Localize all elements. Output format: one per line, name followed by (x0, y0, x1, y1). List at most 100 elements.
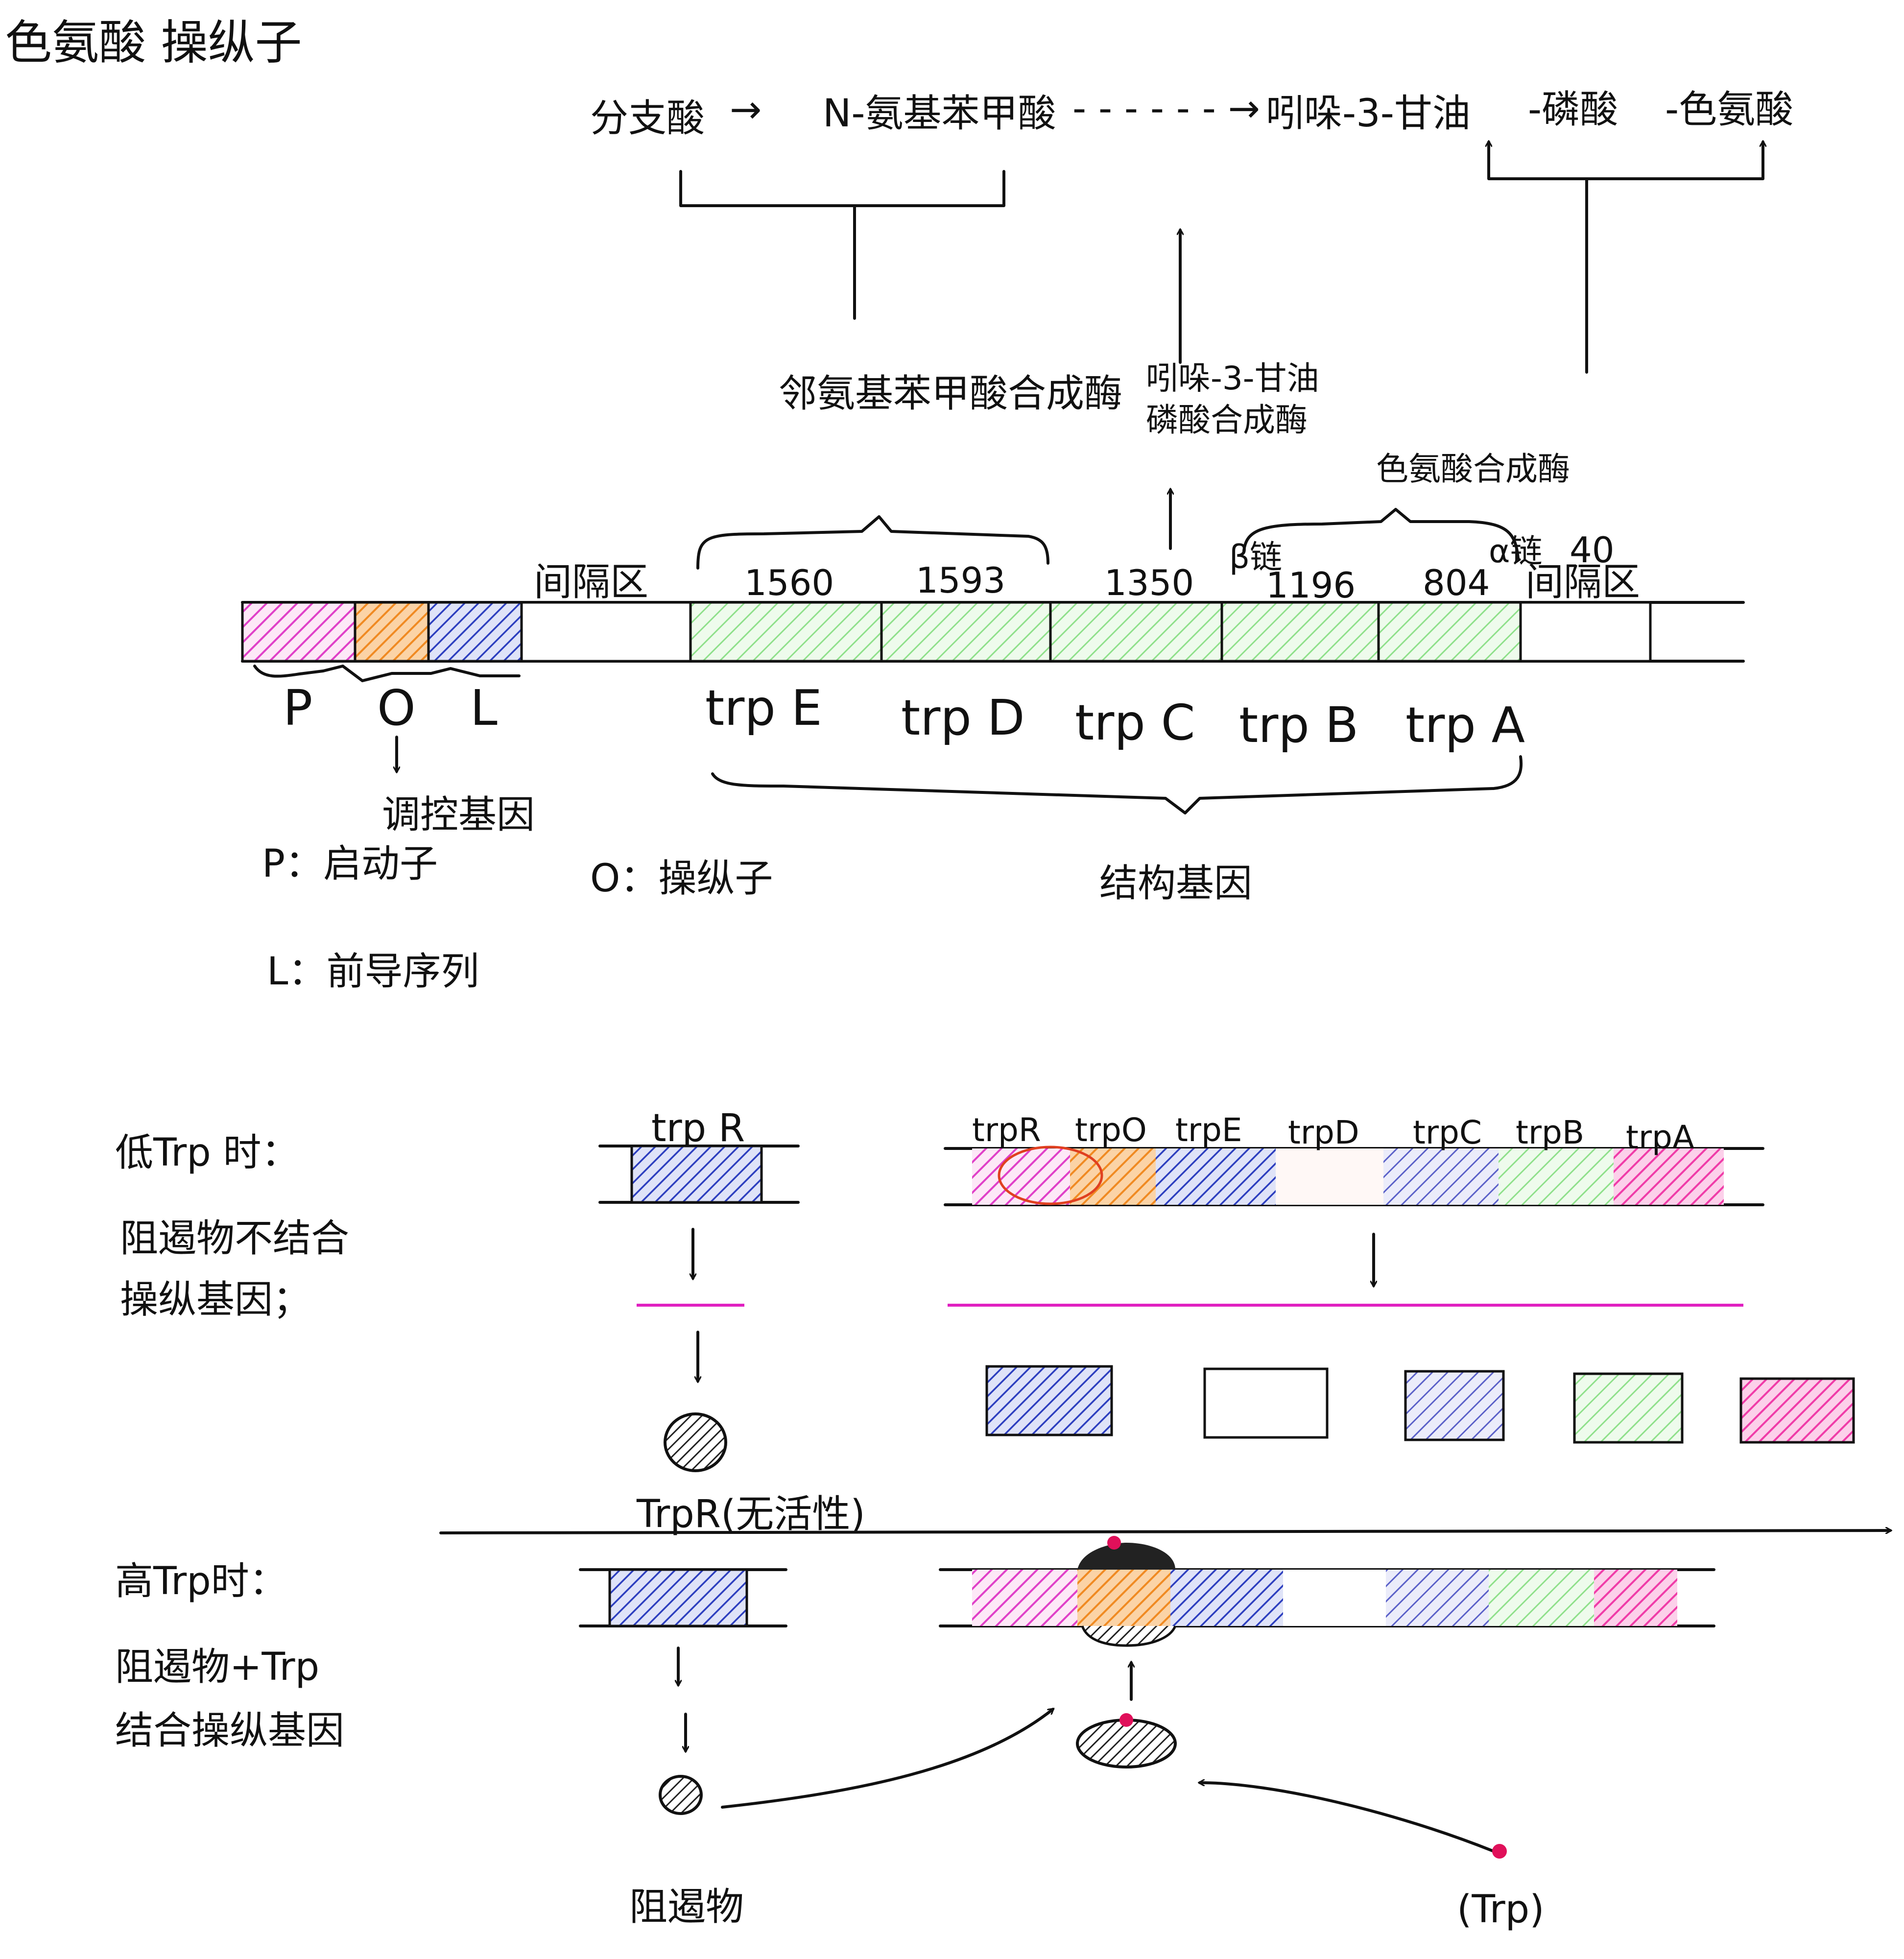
free-trp-dot (1492, 1844, 1507, 1859)
length-trpA: 804 (1423, 562, 1490, 603)
enzyme2-label-line1: 吲哚-3-甘油 (1146, 359, 1319, 397)
region-spacer-right (1519, 601, 1652, 663)
operon-map (241, 601, 1745, 663)
low-trpB-block (1499, 1148, 1614, 1205)
low-trp-heading: 低Trp 时： (115, 1131, 300, 1175)
gene-trpD-block (880, 601, 1052, 663)
beta-chain-label: β链 (1229, 538, 1282, 576)
bound-trp-dot (1107, 1536, 1121, 1550)
pathway-step-indole-glycerol: 吲哚-3-甘油 (1266, 92, 1471, 136)
pathway-step-phosphate: -磷酸 (1528, 88, 1618, 132)
inactive-repressor-label: TrpR(无活性) (636, 1492, 865, 1536)
high-trpR-block (972, 1570, 1077, 1626)
high-trp-heading: 高Trp时： (115, 1559, 287, 1603)
section-divider (439, 1530, 1890, 1534)
arrow-trp-to-complex (1200, 1783, 1495, 1853)
length-trpB: 1196 (1266, 565, 1356, 606)
label-P: P (283, 679, 312, 737)
bound-repressor-top (1077, 1543, 1175, 1570)
protein-box-1 (985, 1365, 1113, 1436)
high-trpA-block (1594, 1570, 1677, 1626)
spacer-label-left: 间隔区 (534, 560, 648, 604)
page-title: 色氨酸 操纵子 (5, 15, 302, 70)
bound-repressor-bottom (1081, 1625, 1177, 1647)
legend-leader: L：前导序列 (267, 950, 479, 994)
arrow-repressor-to-complex (721, 1709, 1053, 1809)
regulatory-gene-label: 调控基因 (382, 793, 535, 837)
enzyme-anthranilate-synthase: 邻氨基苯甲酸合成酶 (779, 372, 1122, 416)
length-trpC: 1350 (1104, 562, 1194, 603)
low-label-trpA: trpA (1626, 1119, 1694, 1156)
low-trpC-block (1383, 1148, 1499, 1205)
length-trpD: 1593 (916, 560, 1005, 601)
region-spacer-left (520, 601, 692, 663)
low-trpE-block (1156, 1148, 1276, 1205)
gene-trpA-block (1377, 601, 1522, 663)
biosynthesis-pathway: 分支酸 → N-氨基苯甲酸 - - - - - - → 吲哚-3-甘油 -磷酸 … (590, 87, 1793, 141)
low-operator-highlight (998, 1146, 1103, 1205)
gene-label-trpE: trp E (705, 679, 822, 737)
low-label-trpR: trpR (972, 1111, 1041, 1149)
low-trpR-block (972, 1148, 1070, 1205)
brace-regulatory (253, 665, 521, 682)
gene-trpE-block (689, 601, 883, 663)
gene-label-trpC: trp C (1075, 694, 1195, 751)
protein-box-4 (1573, 1372, 1684, 1444)
length-spacer-right: 40 (1570, 529, 1615, 571)
low-trpA-block (1614, 1148, 1724, 1205)
low-trp-desc-line2: 操纵基因； (120, 1278, 311, 1322)
gene-label-trpB: trp B (1239, 696, 1358, 754)
high-trp-desc-line2: 结合操纵基因 (115, 1709, 344, 1753)
inactive-repressor-blob (664, 1412, 727, 1472)
gene-label-trpD: trp D (901, 689, 1025, 746)
high-trpE-block (1170, 1570, 1283, 1626)
low-label-trpB: trpB (1516, 1114, 1584, 1151)
low-label-trpE: trpE (1175, 1111, 1242, 1149)
low-label-trpC: trpC (1413, 1114, 1482, 1151)
complex-trp-dot (1119, 1713, 1133, 1727)
pathway-dashed-arrow: - - - - - - → (1072, 87, 1260, 131)
label-O: O (377, 679, 416, 737)
region-operator (354, 601, 430, 663)
trpR-gene-label: trp R (651, 1106, 745, 1150)
low-label-trpO: trpO (1075, 1111, 1147, 1149)
enzyme-tryptophan-synthase: 色氨酸合成酶 (1376, 450, 1570, 488)
gene-trpC-block (1049, 601, 1223, 663)
repressor-trp-complex (1076, 1719, 1177, 1768)
pathway-arrow: → (730, 88, 762, 132)
high-trpC-block (1386, 1570, 1489, 1626)
brace-structural (711, 755, 1523, 814)
spacer-label-right: 间隔区 (1525, 560, 1640, 604)
region-promoter (241, 601, 357, 663)
gene-label-trpA: trp A (1405, 696, 1525, 754)
alpha-chain-label: α链 (1489, 532, 1543, 570)
repressor-label: 阻遏物 (629, 1885, 744, 1929)
length-trpE: 1560 (744, 562, 834, 603)
bracket-enzyme1 (679, 170, 1005, 207)
label-L: L (470, 679, 498, 737)
legend-promoter: P：启动子 (262, 842, 438, 886)
legend-operator: O：操纵子 (590, 857, 773, 901)
brace-enzyme3-genes (1242, 508, 1520, 560)
gene-trpB-block (1220, 601, 1380, 663)
region-leader (427, 601, 523, 663)
high-trpO-block (1077, 1570, 1170, 1626)
operon-low-trp (944, 1146, 1764, 1206)
pathway-step-tryptophan: -色氨酸 (1665, 88, 1793, 132)
structural-gene-label: 结构基因 (1099, 861, 1252, 906)
protein-box-5 (1739, 1377, 1855, 1444)
protein-box-2 (1203, 1367, 1329, 1439)
repressor-blob (659, 1775, 703, 1815)
low-label-trpD: trpD (1288, 1114, 1359, 1151)
enzyme2-label-line2: 磷酸合成酶 (1146, 401, 1308, 439)
pathway-step-chorismate: 分支酸 (590, 96, 705, 141)
operon-high-trp (939, 1568, 1715, 1627)
low-trpO-block (1070, 1148, 1156, 1205)
high-trpR-gene-block (608, 1568, 748, 1627)
brace-enzyme1-genes (696, 515, 1049, 570)
trp-label: (Trp) (1457, 1887, 1545, 1932)
bracket-enzyme3 (1487, 143, 1764, 180)
high-trpD-block (1283, 1570, 1386, 1626)
protein-box-3 (1404, 1370, 1505, 1441)
